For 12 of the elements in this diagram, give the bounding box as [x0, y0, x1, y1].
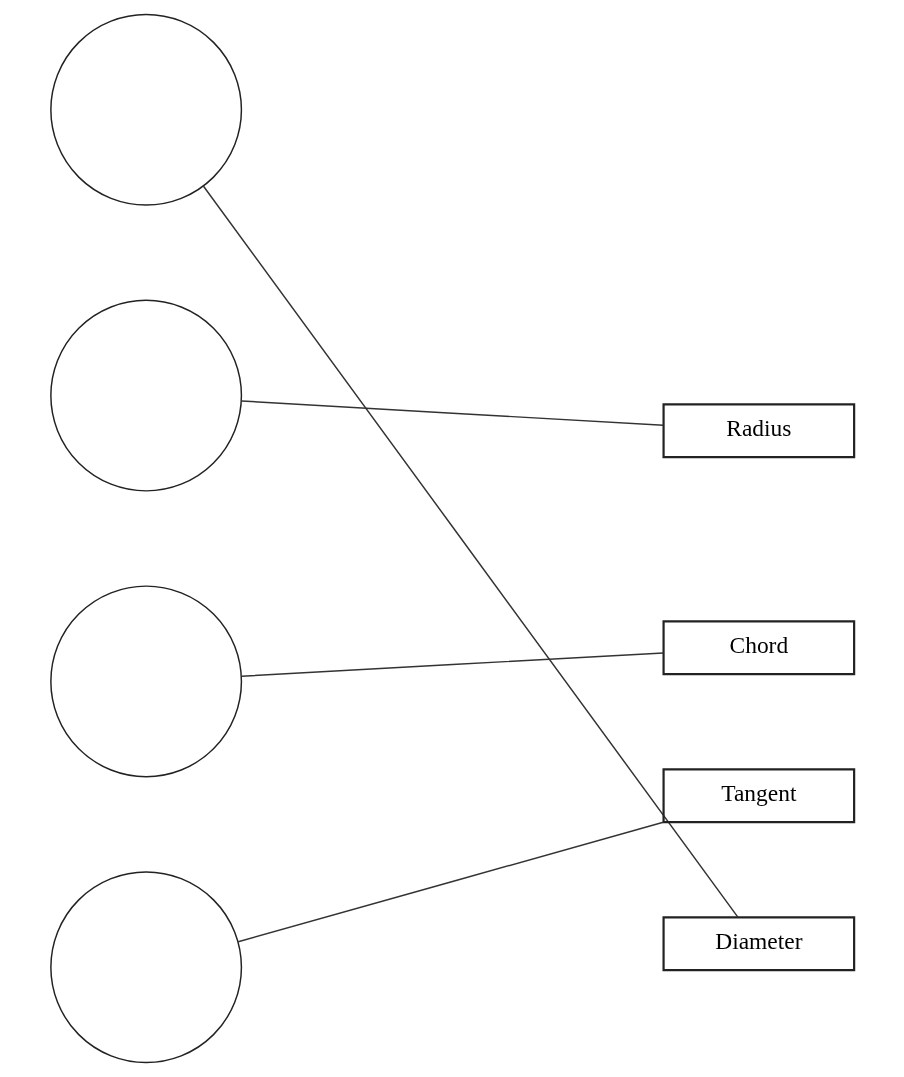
node-box: Diameter — [662, 916, 855, 972]
node-box: Tangent — [662, 768, 855, 824]
connector — [240, 652, 664, 677]
node-circle — [49, 299, 242, 492]
node-circle — [49, 585, 242, 778]
connector — [240, 400, 664, 427]
node-box: Chord — [662, 620, 855, 676]
connector — [202, 185, 739, 918]
connector — [237, 821, 664, 943]
node-circle — [49, 13, 242, 206]
node-box: Radius — [662, 403, 855, 459]
node-circle — [49, 871, 242, 1064]
